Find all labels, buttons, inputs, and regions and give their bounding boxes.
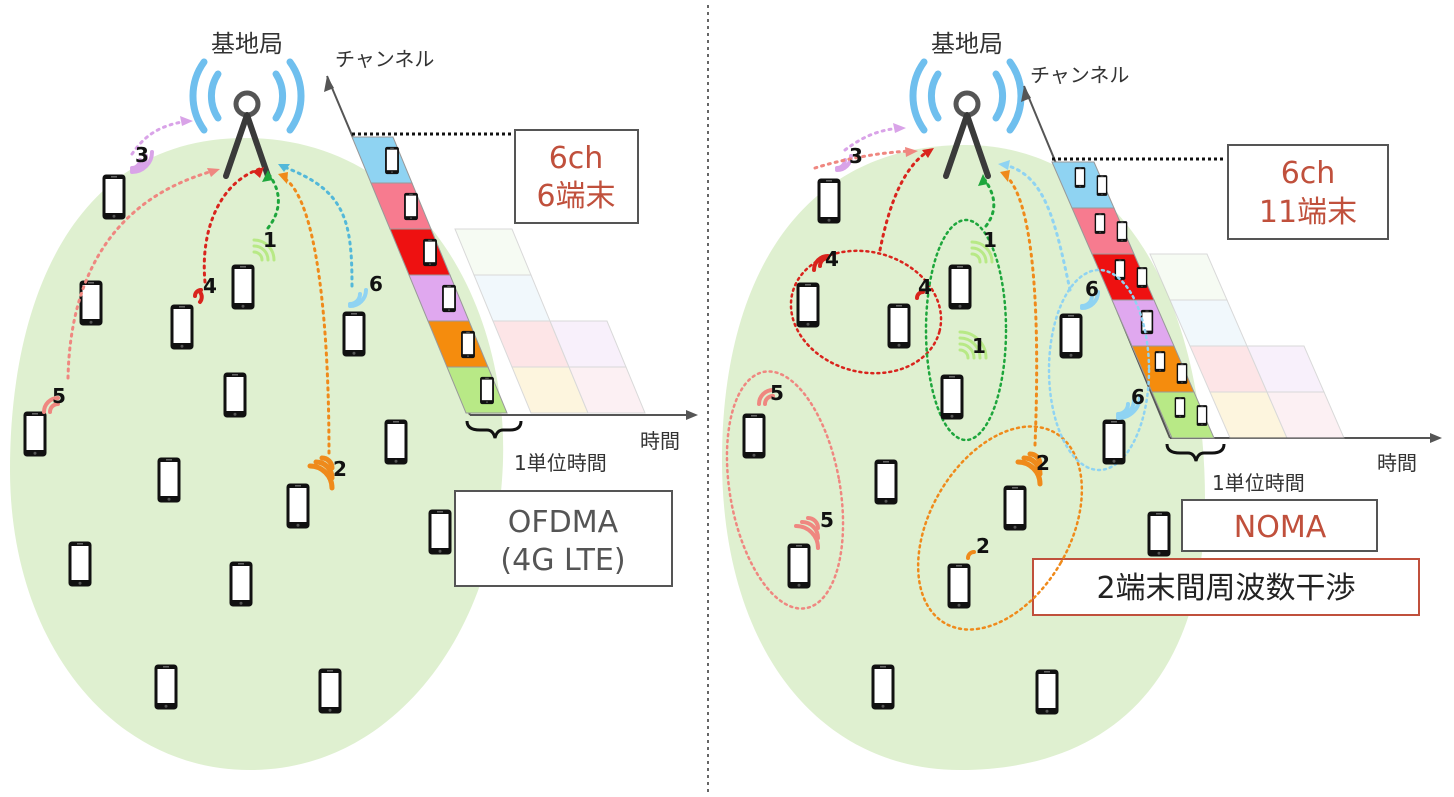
capacity-terminals-noma: 11端末 [1259,195,1357,230]
user-label-6b: 6 [1131,385,1145,409]
pair-4 [789,249,943,375]
terminal [1059,313,1083,359]
interference-note-text: 2端末間周波数干渉 [1096,571,1355,606]
unit-time-label: 1単位時間 [514,451,607,475]
terminal [286,483,310,529]
future-time-slots [454,228,646,414]
scheme-box-noma [1181,499,1378,552]
user-label-5b: 5 [820,508,834,532]
terminal [947,563,971,609]
terminal [231,264,255,310]
user-label-3: 3 [135,143,149,167]
scheme-subtitle: (4G LTE) [500,543,625,578]
terminal [229,561,253,607]
user-label-1a: 1 [983,228,997,252]
user-label-2a: 2 [1036,451,1050,475]
terminal [384,419,408,465]
pair-6 [1047,268,1151,472]
time-axis-label-noma: 時間 [1377,451,1417,475]
terminal [940,374,964,420]
terminal [948,264,972,310]
left-panel: 基地局 チャンネル 時間 [10,30,698,770]
terminal [428,509,452,555]
terminal [318,668,342,714]
time-axis-label: 時間 [640,429,680,453]
noma-pairs [725,218,1151,631]
user-label-4b: 4 [918,275,932,299]
unit-time-brace-noma [1165,443,1226,462]
user-label-4: 4 [203,274,217,298]
terminal [817,178,841,224]
terminal [796,282,820,328]
user-label-5: 5 [52,384,66,408]
base-station-icon [189,58,305,179]
terminal [68,541,92,587]
terminal [787,543,811,589]
uplink-paths [66,119,354,455]
user-label-5a: 5 [770,381,784,405]
base-station-icon-noma [909,58,1025,179]
uplink-arrowheads-noma [893,123,1010,186]
terminal [223,372,247,418]
terminal [102,174,126,220]
terminal [1147,511,1171,557]
terminal [874,459,898,505]
terminal [742,413,766,459]
user-label-3: 3 [849,144,863,168]
capacity-channels: 6ch [549,141,604,176]
terminal [170,304,194,350]
terminal [342,311,366,357]
base-station-label: 基地局 [211,30,283,58]
channel-strip-noma [1051,161,1215,439]
scheme-name-noma: NOMA [1234,510,1327,545]
scheme-box [454,490,673,587]
pair-2 [916,425,1084,631]
signal-waves [42,150,368,491]
user-label-2b: 2 [976,534,990,558]
terminal [1003,485,1027,531]
uplink-arrowheads [180,116,290,184]
coverage-area-noma [722,145,1205,770]
channel-strip [351,136,508,414]
signal-waves-noma [757,154,1142,560]
base-station-label-noma: 基地局 [931,30,1003,58]
user-label-4a: 4 [825,247,839,271]
terminal [157,457,181,503]
capacity-box [514,129,639,224]
user-label-2: 2 [333,457,347,481]
interference-note [1032,558,1420,616]
channel-axis-label-noma: チャンネル [1030,63,1129,87]
terminal [871,664,895,710]
terminal [154,664,178,710]
capacity-box-noma [1227,144,1389,240]
user-label-1: 1 [263,228,277,252]
unit-time-label-noma: 1単位時間 [1212,471,1305,495]
terminal [1035,669,1059,715]
terminal [887,303,911,349]
terminal [23,411,47,457]
user-label-1b: 1 [972,334,986,358]
coverage-area [10,138,504,770]
user-label-6a: 6 [1085,277,1099,301]
terminal [1102,419,1126,465]
pair-1 [924,218,1008,442]
unit-time-brace [465,420,523,439]
future-time-slots-noma [1149,253,1345,439]
channel-axis-label: チャンネル [335,47,434,71]
pair-5 [725,370,845,610]
capacity-terminals: 6端末 [536,179,615,214]
right-panel: 基地局 チャンネル 時間 [722,30,1442,770]
scheme-name: OFDMA [508,505,619,540]
user-label-6: 6 [369,272,383,296]
capacity-channels-noma: 6ch [1281,156,1336,191]
